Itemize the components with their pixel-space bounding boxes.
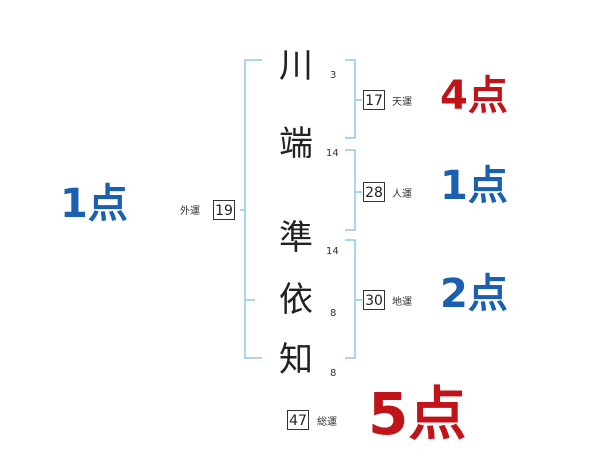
gai-label: 外運 [180, 206, 200, 217]
ten-label: 天運 [392, 97, 412, 108]
jin-value-box: 28 [363, 182, 385, 202]
chi-bracket [345, 239, 356, 359]
stroke-count-5: 8 [330, 368, 337, 379]
ten-bracket [345, 59, 356, 139]
chi-value-box: 30 [363, 290, 385, 310]
sou-value-box: 47 [287, 410, 309, 430]
gai-value-box: 19 [213, 200, 235, 220]
name-char-5: 知 [279, 340, 313, 380]
ten-value-box: 17 [363, 90, 385, 110]
stroke-count-4: 8 [330, 308, 337, 319]
outer-bracket [244, 59, 262, 359]
name-char-3: 準 [279, 218, 313, 258]
jin-bracket [345, 149, 356, 231]
stroke-count-2: 14 [326, 148, 339, 159]
stroke-count-3: 14 [326, 246, 339, 257]
ten-score: 4点 [440, 73, 508, 119]
chi-score: 2点 [440, 271, 508, 317]
name-char-2: 端 [279, 124, 313, 164]
sou-score: 5点 [368, 380, 467, 448]
gai-score: 1点 [60, 181, 128, 227]
jin-score: 1点 [440, 163, 508, 209]
chi-label: 地運 [392, 297, 412, 308]
stroke-count-1: 3 [330, 70, 337, 81]
sou-label: 総運 [317, 417, 337, 428]
jin-label: 人運 [392, 189, 412, 200]
name-char-1: 川 [279, 46, 313, 86]
name-char-4: 依 [279, 280, 313, 320]
